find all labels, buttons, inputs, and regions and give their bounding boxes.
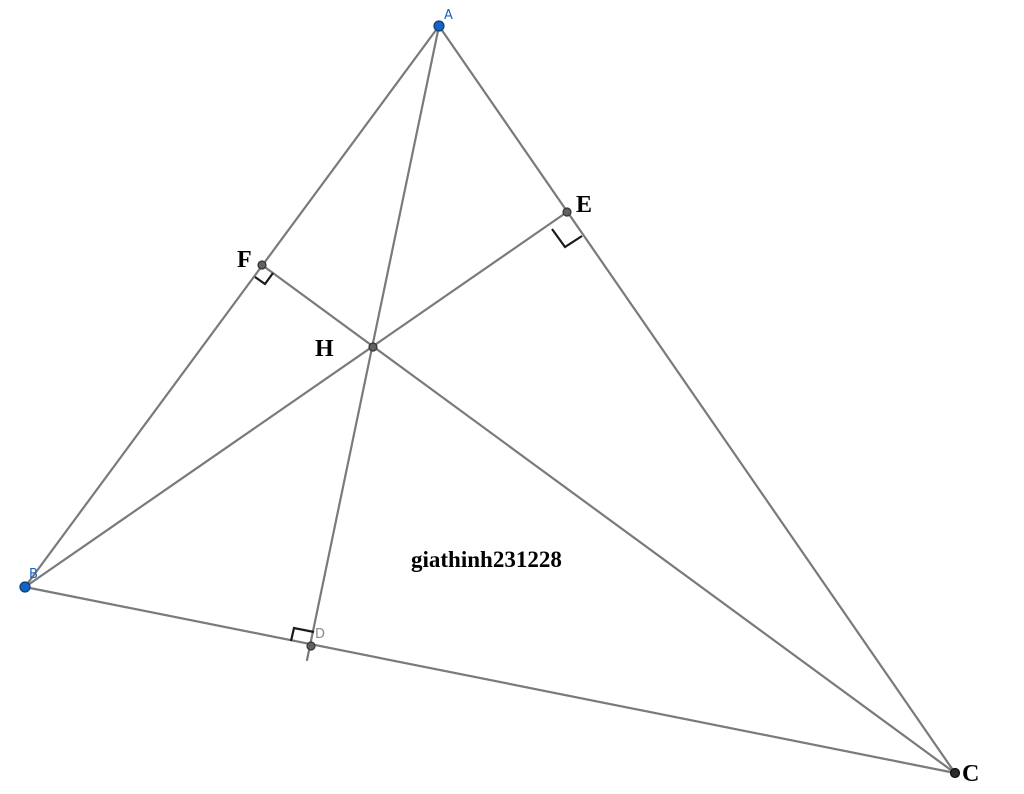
side-bc (23, 585, 957, 775)
right-angle-mark-d (289, 626, 315, 642)
altitude-be (23, 210, 569, 589)
label-d: D (315, 627, 325, 642)
point-c[interactable] (949, 767, 961, 779)
label-c: C (962, 761, 979, 787)
watermark-text: giathinh231228 (411, 547, 562, 572)
point-e[interactable] (562, 207, 572, 217)
altitude-cf (260, 263, 957, 775)
point-d[interactable] (306, 641, 316, 651)
point-a[interactable] (433, 20, 445, 32)
label-b: B (29, 567, 38, 582)
right-angle-mark-e (551, 228, 583, 249)
point-f[interactable] (257, 260, 267, 270)
right-angle-mark-f (254, 272, 274, 286)
point-h[interactable] (368, 342, 378, 352)
label-a: A (444, 8, 453, 23)
label-e: E (576, 192, 592, 218)
label-h: H (315, 336, 334, 362)
label-f: F (237, 247, 252, 273)
point-b[interactable] (19, 581, 31, 593)
side-ac (437, 24, 957, 775)
side-ab (23, 24, 441, 589)
